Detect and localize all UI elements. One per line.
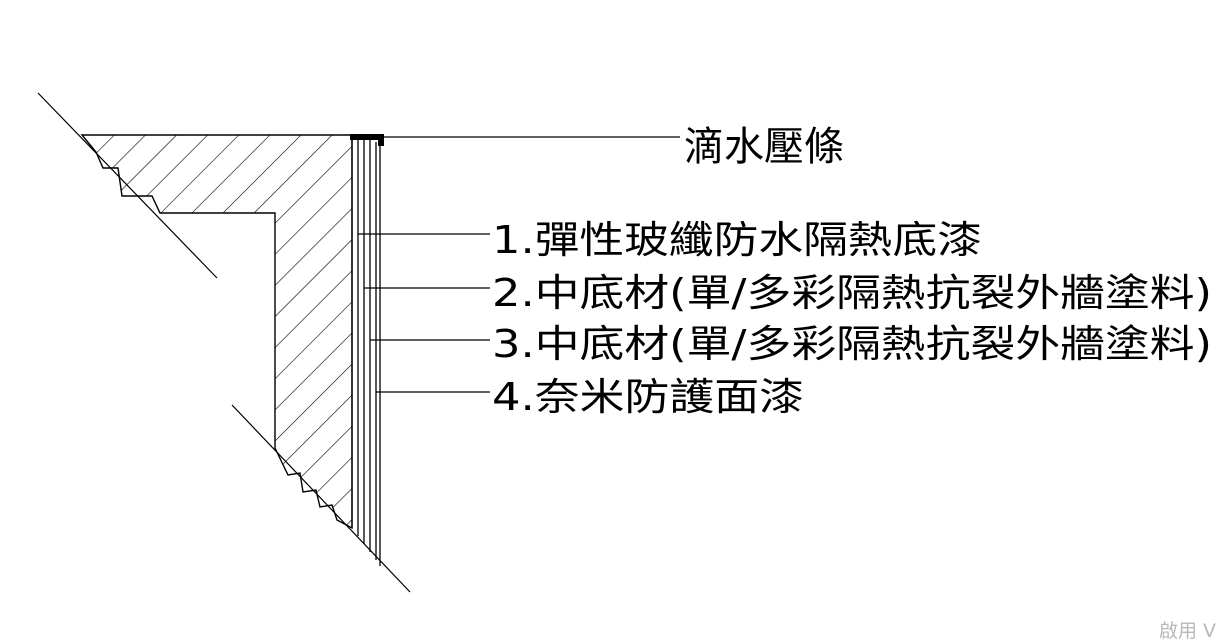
drip-strip-label: 滴水壓條 — [684, 124, 844, 170]
layer-1-label: 1.彈性玻纖防水隔熱底漆 — [492, 218, 982, 262]
leader-lines — [358, 136, 680, 393]
drip-strip — [350, 134, 384, 146]
activation-watermark: 啟用 V — [1159, 620, 1217, 642]
concrete-hatch — [80, 134, 353, 530]
layer-4-label: 4.奈米防護面漆 — [492, 375, 804, 419]
layer-2-label: 2.中底材(單/多彩隔熱抗裂外牆塗料) — [492, 271, 1212, 315]
coating-layers — [351, 135, 381, 566]
layer-3-label: 3.中底材(單/多彩隔熱抗裂外牆塗料) — [492, 322, 1212, 366]
